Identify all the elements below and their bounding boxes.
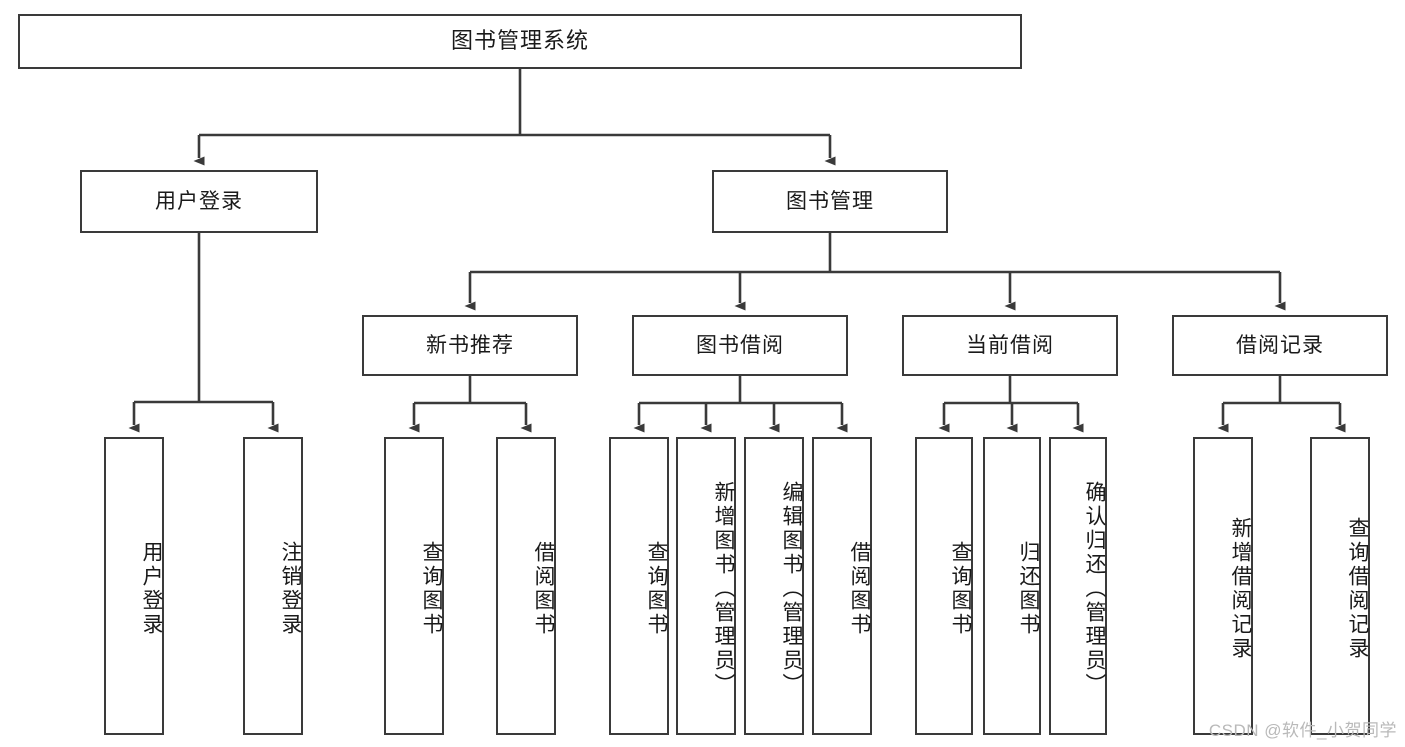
node-label: 归还图书 — [1017, 541, 1040, 637]
node-label: 查询图书 — [645, 541, 668, 637]
node-label: 查询图书 — [420, 541, 443, 637]
leaf-recommend-query-book[interactable]: 查询图书 — [384, 437, 444, 735]
node-label: 编辑图书（管理员） — [780, 481, 803, 697]
leaf-borrow-borrow-book[interactable]: 借阅图书 — [812, 437, 872, 735]
node-label: 确认归还（管理员） — [1083, 481, 1106, 697]
node-label: 查询借阅记录 — [1346, 517, 1369, 661]
node-label: 图书管理 — [786, 189, 874, 213]
leaf-current-return-book[interactable]: 归还图书 — [983, 437, 1041, 735]
node-user-login[interactable]: 用户登录 — [80, 170, 318, 233]
node-label: 用户登录 — [155, 189, 243, 213]
leaf-borrow-query-book[interactable]: 查询图书 — [609, 437, 669, 735]
leaf-recommend-borrow-book[interactable]: 借阅图书 — [496, 437, 556, 735]
node-label: 图书借阅 — [696, 333, 784, 357]
leaf-borrow-edit-book-admin[interactable]: 编辑图书（管理员） — [744, 437, 804, 735]
node-label: 借阅记录 — [1236, 333, 1324, 357]
node-label: 图书管理系统 — [450, 28, 589, 54]
node-root-system[interactable]: 图书管理系统 — [18, 14, 1022, 69]
node-label: 借阅图书 — [848, 541, 871, 637]
leaf-borrow-add-book-admin[interactable]: 新增图书（管理员） — [676, 437, 736, 735]
node-label: 新增借阅记录 — [1229, 517, 1252, 661]
leaf-record-add-record[interactable]: 新增借阅记录 — [1193, 437, 1253, 735]
node-label: 注销登录 — [279, 541, 302, 637]
node-book-borrow[interactable]: 图书借阅 — [632, 315, 848, 376]
node-book-management[interactable]: 图书管理 — [712, 170, 948, 233]
node-new-book-recommend[interactable]: 新书推荐 — [362, 315, 578, 376]
node-borrow-record[interactable]: 借阅记录 — [1172, 315, 1388, 376]
leaf-user-login-logout[interactable]: 注销登录 — [243, 437, 303, 735]
node-current-borrow[interactable]: 当前借阅 — [902, 315, 1118, 376]
node-label: 新增图书（管理员） — [712, 481, 735, 697]
node-label: 借阅图书 — [532, 541, 555, 637]
leaf-current-query-book[interactable]: 查询图书 — [915, 437, 973, 735]
leaf-record-query-record[interactable]: 查询借阅记录 — [1310, 437, 1370, 735]
node-label: 当前借阅 — [966, 333, 1054, 357]
leaf-current-confirm-return-admin[interactable]: 确认归还（管理员） — [1049, 437, 1107, 735]
node-label: 查询图书 — [949, 541, 972, 637]
node-label: 用户登录 — [140, 541, 163, 637]
node-label: 新书推荐 — [426, 333, 514, 357]
leaf-user-login-login[interactable]: 用户登录 — [104, 437, 164, 735]
